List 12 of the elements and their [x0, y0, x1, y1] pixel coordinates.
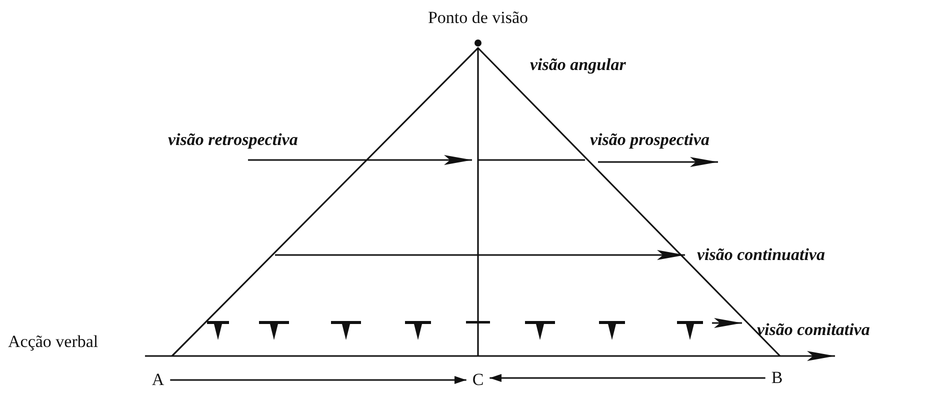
annotation-text: visão comitativa — [757, 320, 870, 340]
axis-label: Acção verbal — [8, 332, 98, 352]
point-label: C — [472, 370, 484, 390]
point-label: B — [771, 368, 783, 388]
annotation-text: visão angular — [530, 55, 626, 75]
heading-text: Ponto de visão — [428, 8, 528, 28]
annotation-text: visão prospectiva — [590, 130, 710, 150]
annotation-text: visão continuativa — [697, 245, 825, 265]
arrow — [490, 374, 766, 382]
annotation-text: visão retrospectiva — [168, 130, 298, 150]
point-label: A — [152, 370, 164, 390]
arrow — [170, 376, 466, 384]
